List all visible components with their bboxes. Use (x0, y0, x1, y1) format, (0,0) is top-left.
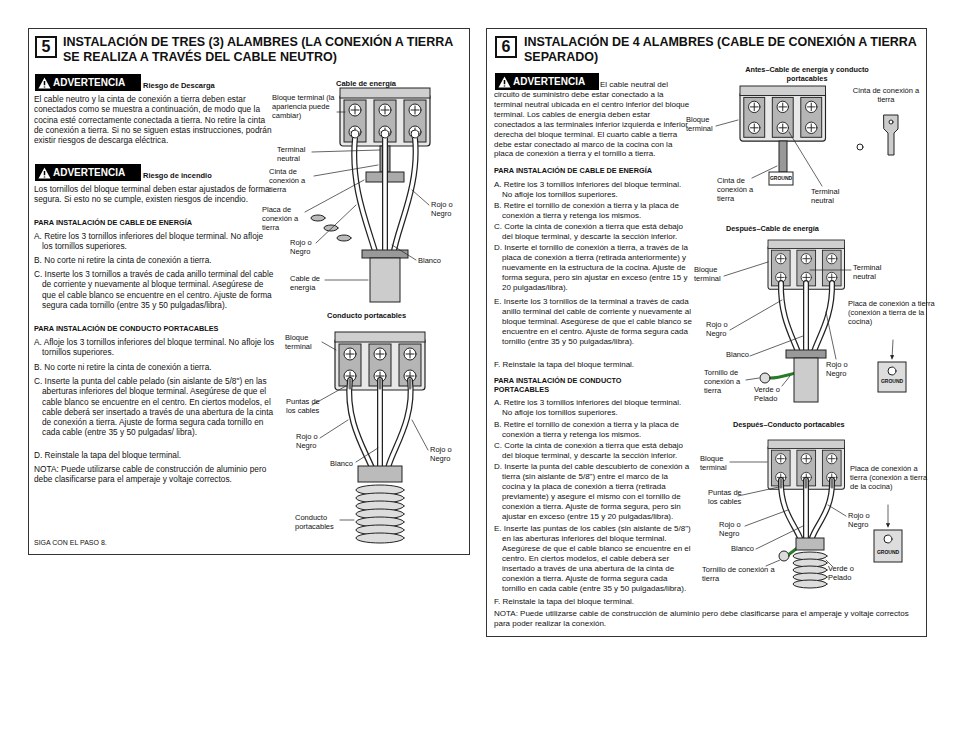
warning-badge: ADVERTENCIA (35, 164, 141, 181)
step-number: 6 (495, 36, 517, 58)
instruction-text: Los tornillos del bloque terminal deben … (34, 184, 276, 205)
warning-text: ADVERTENCIA (53, 78, 125, 88)
callout-label: Cinta de conexión a tierra (269, 168, 324, 195)
caption-text: Después–Conducto portacables (733, 421, 893, 430)
callout-label: Bloque terminal (la apariencia puede cam… (272, 94, 336, 121)
instruction-text: C. Corte la cinta de conexión a tierra q… (494, 222, 692, 242)
warning-icon (498, 76, 511, 88)
callout-label: Puntas de los cables (286, 398, 326, 416)
callout-label: Blanco (330, 460, 370, 469)
callout-label: Terminal neutral (853, 264, 898, 282)
instruction-text: F. Reinstale la tapa del bloque terminal… (494, 360, 692, 370)
instruction-text: E. Inserte las puntas de los cables (sin… (494, 524, 692, 593)
instruction-text: D. Inserte el tornillo de conexión a tie… (494, 243, 692, 293)
callout-label: SIGA CON EL PASO 8. (34, 539, 234, 547)
callout-label: Bloque terminal (694, 266, 739, 284)
instruction-text: C. Inserte los 3 tornillos a través de c… (34, 269, 276, 310)
caption-text: Cable de energía (336, 80, 446, 89)
callout-label: Rojo o Negro (848, 512, 888, 530)
instruction-text: El cable neutro y la cinta de conexión a… (34, 94, 276, 145)
warning-text: ADVERTENCIA (513, 77, 585, 87)
callout-label: Placa de conexión a tierra (262, 206, 312, 233)
callout-label: Blanco (418, 257, 458, 266)
callout-label: Blanco (726, 351, 766, 360)
callout-label: Rojo o Negro (290, 239, 330, 257)
instruction-text: A. Retire los 3 tornillos inferiores del… (34, 231, 276, 252)
callout-label: Placa de conexión a tierra (conexión a t… (850, 465, 932, 492)
callout-label: Rojo o Negro (826, 361, 866, 379)
caption-text: GROUND (876, 550, 900, 556)
caption-text: Después–Cable de energía (726, 225, 876, 234)
instruction-text: B. No corte ni retire la cinta de conexi… (34, 362, 276, 372)
caption-text: Riesgo de incendio (143, 172, 268, 181)
callout-label: Terminal neutral (277, 146, 327, 164)
instruction-text: PARA INSTALACIÓN DE CABLE DE ENERGÍA (494, 166, 692, 175)
callout-label: Puntas de los cables (708, 489, 748, 507)
callout-label: Terminal neutral (811, 188, 856, 206)
section-heading: INSTALACIÓN DE TRES (3) ALAMBRES (LA CON… (63, 35, 468, 65)
step-number-text: 5 (42, 39, 51, 55)
section-heading: INSTALACIÓN DE 4 ALAMBRES (CABLE DE CONE… (524, 35, 922, 65)
callout-label: Cable de energía (290, 275, 340, 293)
callout-label: Verde o Pelado (754, 386, 794, 404)
callout-label: Bloque terminal (285, 334, 330, 352)
step-number-text: 6 (502, 39, 511, 55)
warning-text: ADVERTENCIA (53, 168, 125, 178)
callout-label: Rojo o Negro (296, 433, 336, 451)
callout-label: Bloque terminal (700, 455, 745, 473)
instruction-text: NOTA: Puede utilizarse cable de construc… (34, 464, 276, 485)
callout-label: Bloque terminal (686, 116, 731, 134)
instruction-text: B. Retire el tornillo de conexión a tier… (494, 420, 692, 440)
instruction-text: D. Reinstale la tapa del bloque terminal… (34, 450, 276, 460)
callout-label: Cinta de conexión a tierra (850, 87, 922, 105)
caption-text: GROUND (880, 379, 904, 385)
instruction-text: PARA INSTALACIÓN DE CABLE DE ENERGÍA (34, 218, 276, 227)
step-number: 5 (35, 36, 57, 58)
callout-label: Rojo o Negro (430, 446, 470, 464)
instruction-text: E. Inserte los 3 tornillos de la termina… (494, 297, 692, 347)
instruction-text: B. No corte ni retire la cinta de conexi… (34, 255, 276, 265)
instruction-text: NOTA: Puede utilizarse cable de construc… (494, 609, 922, 629)
instruction-text: El cable neutral del circuito de suminis… (494, 80, 692, 159)
instruction-text: F. Reinstale la tapa del bloque terminal… (494, 597, 692, 607)
callout-label: Blanco (731, 545, 771, 554)
caption-text: Conducto portacables (327, 312, 447, 321)
callout-label: Rojo o Negro (719, 521, 759, 539)
instruction-text: A. Retire los 3 tornillos inferiores del… (494, 398, 692, 418)
instruction-text: D. Inserte la punta del cable descubiert… (494, 462, 692, 522)
callout-label: Rojo o Negro (706, 321, 746, 339)
instruction-text: A. Afloje los 3 tornillos inferiores del… (34, 337, 276, 358)
instruction-text: C. Inserte la punta del cable pelado (si… (34, 376, 276, 438)
warning-badge: ADVERTENCIA (35, 74, 141, 91)
callout-label: Conducto portacables (295, 514, 340, 532)
caption-text: Riesgo de Descarga (143, 82, 268, 91)
caption-text: Antes–Cable de energía y conducto portac… (742, 66, 872, 83)
caption-text: GROUND (769, 176, 793, 182)
callout-label: Tornillo de conexión a tierra (704, 369, 752, 396)
warning-icon (38, 167, 51, 179)
callout-label: Cinta de conexión a tierra (717, 177, 762, 204)
instruction-text: PARA INSTALACIÓN DE CONDUCTO PORTACABLES (34, 324, 276, 333)
instruction-text: B. Retire el tornillo de conexión a tier… (494, 201, 692, 221)
callout-label: Tornillo de conexión a tierra (702, 566, 782, 584)
callout-label: Verde o Pelado (828, 565, 868, 583)
callout-label: Rojo o Negro (431, 201, 471, 219)
warning-badge: ADVERTENCIA (495, 73, 599, 90)
instruction-text: C. Corte la cinta de conexión a tierra q… (494, 441, 692, 461)
callout-label: Placa de conexión a tierra (conexión a t… (848, 300, 943, 327)
instruction-text: PARA INSTALACIÓN DE CONDUCTO PORTACABLES (494, 376, 644, 394)
warning-icon (38, 77, 51, 89)
instruction-text: A. Retire los 3 tornillos inferiores del… (494, 180, 692, 200)
